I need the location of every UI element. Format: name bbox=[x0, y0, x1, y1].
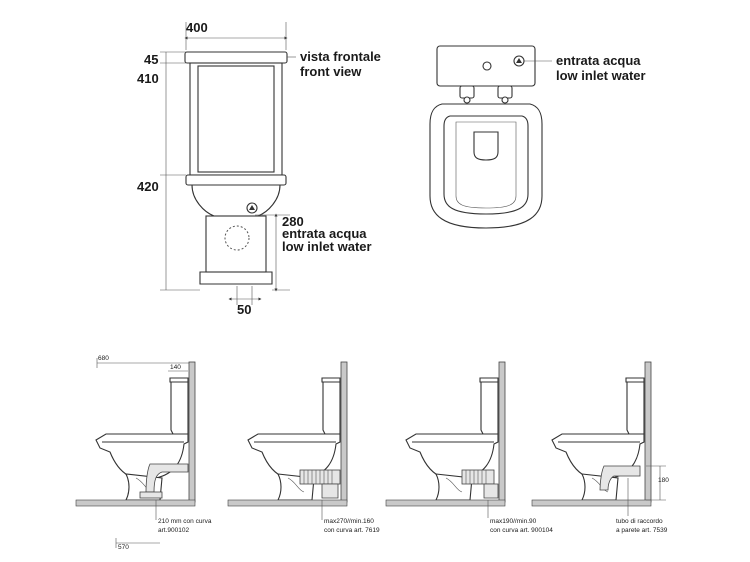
caption-4-l2: a parete art. 7539 bbox=[616, 527, 668, 534]
dim-side: 180 bbox=[658, 477, 669, 484]
dim-base: 420 bbox=[137, 179, 159, 194]
caption-3-l2: con curva art. 900104 bbox=[490, 527, 553, 534]
front-view: 400 45 410 420 280 entrata acqua low i bbox=[137, 20, 381, 317]
side-view-2: max270//min.160 con curva art. 7619 bbox=[227, 361, 380, 534]
caption-4-l1: tubo di raccordo bbox=[616, 518, 663, 525]
dim-width: 400 bbox=[186, 20, 208, 35]
caption-2-l1: max270//min.160 bbox=[324, 518, 374, 525]
inlet-label-en: low inlet water bbox=[282, 239, 372, 254]
dim-lid: 45 bbox=[144, 52, 158, 67]
caption-1-l2: art.900102 bbox=[158, 527, 189, 534]
dim-top: 140 bbox=[170, 364, 181, 371]
dim-tank: 410 bbox=[137, 71, 159, 86]
front-view-label-it: vista frontale bbox=[300, 49, 381, 64]
caption-1-l1: 210 mm con curva bbox=[158, 518, 212, 525]
top-inlet-label-en: low inlet water bbox=[556, 68, 646, 83]
caption-2-l2: con curva art. 7619 bbox=[324, 527, 380, 534]
dim-bottom: 570 bbox=[118, 544, 129, 551]
caption-3-l1: max190//min.90 bbox=[490, 518, 537, 525]
front-view-label-en: front view bbox=[300, 64, 362, 79]
top-inlet-label-it: entrata acqua bbox=[556, 53, 641, 68]
side-view-3: max190//min.90 con curva art. 900104 bbox=[385, 361, 553, 534]
dim-inlet-offset: 50 bbox=[237, 302, 251, 317]
inlet-label-it: entrata acqua bbox=[282, 226, 367, 241]
side-view-4: 180 tubo di raccordo a parete art. 7539 bbox=[531, 361, 669, 534]
side-view-1: 680 140 570 210 mm con curva art.900102 bbox=[75, 355, 212, 551]
dim-depth: 680 bbox=[98, 355, 109, 362]
top-view: entrata acqua low inlet water bbox=[429, 45, 646, 229]
dim-inlet-height: 280 bbox=[282, 214, 304, 229]
